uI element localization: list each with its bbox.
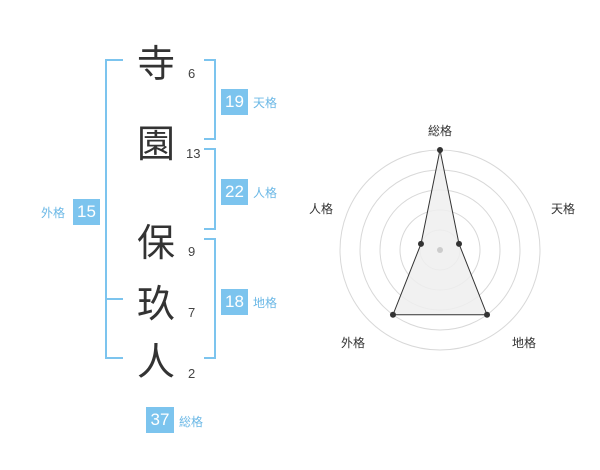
- radar-label-tenkaku: 天格: [551, 202, 576, 216]
- soukaku-label: 総格: [179, 415, 204, 429]
- radar-area: [392, 149, 488, 316]
- radar-label-gaikaku: 外格: [341, 336, 366, 350]
- stroke-count-4: 7: [188, 305, 196, 320]
- name-char-3: 保: [136, 221, 175, 265]
- jinkaku-label: 人格: [253, 186, 278, 200]
- name-char-5: 人: [136, 340, 175, 384]
- jinkaku-value: 22: [221, 179, 248, 205]
- radar-center-dot: [437, 247, 443, 253]
- chikaku-label: 地格: [253, 296, 278, 310]
- stroke-count-2: 13: [186, 146, 201, 161]
- radar-point-4: [389, 311, 396, 318]
- tenkaku-bracket: [204, 59, 216, 140]
- name-char-1: 寺: [136, 42, 175, 86]
- gaikaku-label: 外格: [41, 206, 66, 220]
- chikaku-value: 18: [221, 289, 248, 315]
- stroke-count-5: 2: [188, 366, 196, 381]
- soukaku-value: 37: [146, 407, 174, 433]
- jinkaku-bracket: [204, 148, 216, 230]
- gaikaku-bracket: [105, 59, 123, 359]
- radar-point-5: [417, 240, 424, 247]
- radar-label-soukaku: 総格: [428, 124, 453, 138]
- radar-point-3: [484, 311, 491, 318]
- stroke-count-3: 9: [188, 244, 196, 259]
- radar-point-1: [437, 147, 443, 153]
- gaikaku-value: 15: [73, 199, 100, 225]
- name-char-2: 園: [136, 122, 175, 166]
- radar-label-jinkaku: 人格: [309, 202, 334, 216]
- name-char-4: 玖: [136, 282, 175, 326]
- stroke-count-1: 6: [188, 66, 196, 81]
- radar-label-chikaku: 地格: [512, 336, 537, 350]
- gaikaku-bracket-tick: [105, 298, 123, 300]
- tenkaku-value: 19: [221, 89, 248, 115]
- tenkaku-label: 天格: [253, 96, 278, 110]
- radar-point-2: [456, 240, 463, 247]
- chikaku-bracket: [204, 238, 216, 359]
- radar-chart: [339, 147, 541, 351]
